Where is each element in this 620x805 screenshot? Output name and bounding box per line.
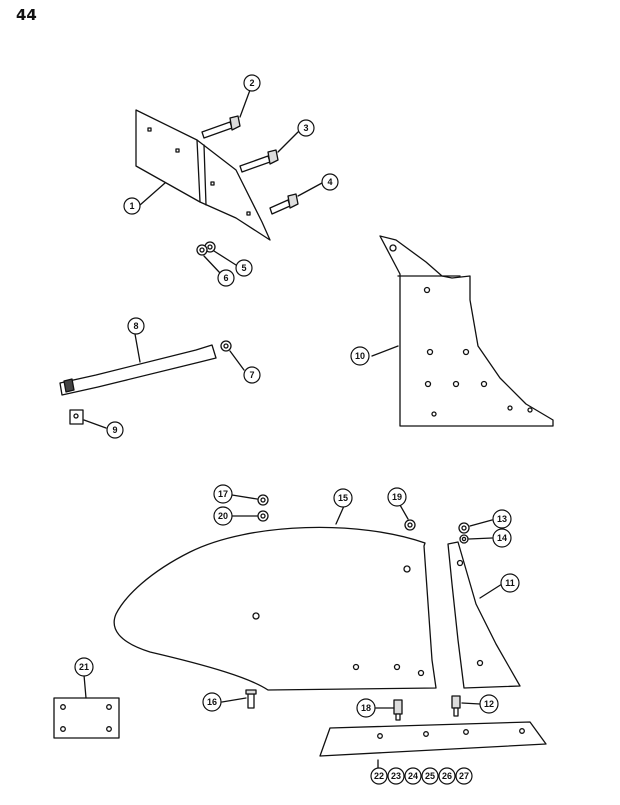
callout-label-15: 15 [338, 493, 348, 503]
callout-9 [106, 421, 124, 439]
part-16-bolt [221, 689, 257, 709]
callout-14 [492, 528, 512, 548]
callout-label-21: 21 [79, 662, 89, 672]
part-21-plate [53, 674, 120, 739]
callout-17 [213, 484, 233, 504]
part-4-bolt [269, 182, 323, 215]
callout-label-2: 2 [249, 78, 254, 88]
callout-24 [404, 767, 422, 785]
callout-label-27: 27 [459, 771, 469, 781]
callout-label-8: 8 [133, 321, 138, 331]
callout-label-23: 23 [391, 771, 401, 781]
callout-label-6: 6 [223, 273, 228, 283]
callout-3 [297, 119, 315, 137]
callout-5 [235, 259, 253, 277]
callout-13 [492, 509, 512, 529]
nuts-and-washers [231, 494, 493, 544]
callout-16 [202, 692, 222, 712]
callout-12 [479, 694, 499, 714]
callout-22 [370, 767, 388, 785]
callout-label-4: 4 [327, 177, 332, 187]
callout-10 [350, 346, 370, 366]
callout-4 [321, 173, 339, 191]
part-3-bolt [239, 131, 299, 173]
callout-label-24: 24 [408, 771, 418, 781]
part-15-moldboard [113, 505, 437, 691]
callout-label-19: 19 [392, 492, 402, 502]
callout-label-10: 10 [355, 351, 365, 361]
callout-11 [500, 573, 520, 593]
part-2-bolt [201, 89, 251, 139]
part-8-brace [59, 333, 217, 396]
part-7-washer [220, 340, 245, 371]
callout-27 [455, 767, 473, 785]
callout-label-20: 20 [218, 511, 228, 521]
callout-label-17: 17 [218, 489, 228, 499]
callout-label-7: 7 [249, 370, 254, 380]
part-10-frog [371, 235, 554, 427]
part-18-bolt [375, 699, 403, 721]
callout-6 [217, 269, 235, 287]
callout-label-9: 9 [112, 425, 117, 435]
part-22-share [319, 721, 547, 770]
callout-label-16: 16 [207, 697, 217, 707]
callout-label-22: 22 [374, 771, 384, 781]
callout-label-5: 5 [241, 263, 246, 273]
callout-21 [74, 657, 94, 677]
part-9-block [69, 409, 107, 429]
callout-label-18: 18 [361, 703, 371, 713]
callout-19 [387, 487, 407, 507]
part-1-shank [135, 109, 271, 241]
callout-23 [387, 767, 405, 785]
callout-label-25: 25 [425, 771, 435, 781]
callout-label-11: 11 [505, 578, 515, 588]
callout-label-13: 13 [497, 514, 507, 524]
part-12-bolt [451, 695, 481, 717]
page-number: 44 [16, 6, 37, 24]
callout-20 [213, 506, 233, 526]
callout-2 [243, 74, 261, 92]
callout-label-3: 3 [303, 123, 308, 133]
callout-label-12: 12 [484, 699, 494, 709]
callout-26 [438, 767, 456, 785]
callout-8 [127, 317, 145, 335]
callout-15 [333, 488, 353, 508]
part-5-6-nut-washer [196, 241, 237, 274]
callout-18 [356, 698, 376, 718]
part-11-landside [447, 541, 521, 689]
callout-label-14: 14 [497, 533, 507, 543]
callout-label-26: 26 [442, 771, 452, 781]
callout-25 [421, 767, 439, 785]
callout-7 [243, 366, 261, 384]
callout-1 [123, 197, 141, 215]
callout-label-1: 1 [129, 201, 134, 211]
